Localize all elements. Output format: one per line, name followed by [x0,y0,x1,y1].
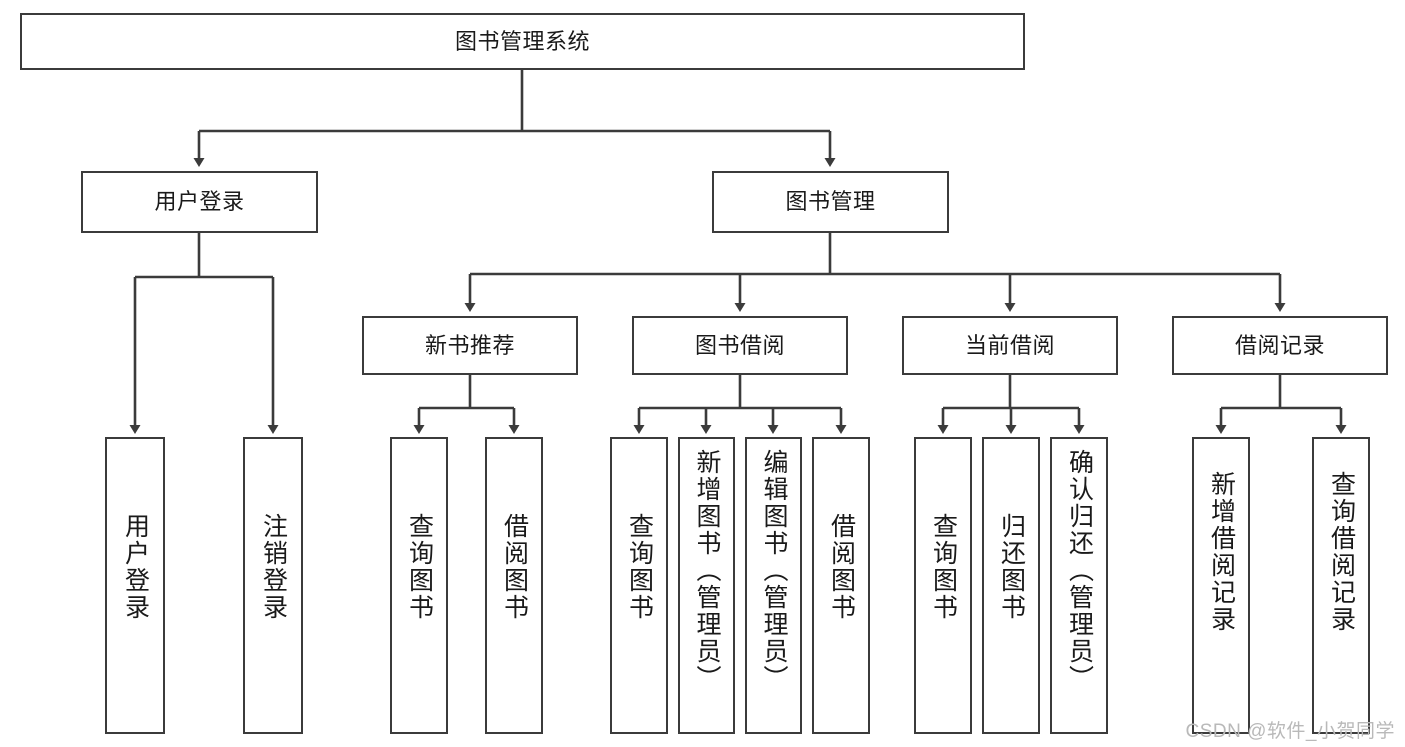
node-leaf-borrow-book-1-label: 借阅图书 [500,513,529,621]
node-leaf-query-book-3-label: 查询图书 [929,513,958,621]
node-book-manage[interactable]: 图书管理 [712,171,949,233]
node-leaf-add-record-label: 新增借阅记录 [1207,471,1236,633]
node-leaf-confirm-return-admin-label: 确认归还（管理员） [1065,449,1094,692]
node-leaf-query-book-1-label: 查询图书 [405,513,434,621]
node-current-borrow-label: 当前借阅 [964,332,1055,358]
node-leaf-logout[interactable]: 注销登录 [243,437,303,734]
node-book-borrow-label: 图书借阅 [694,332,785,358]
watermark: CSDN @软件_小贺同学 [1185,721,1395,742]
node-leaf-edit-book-admin[interactable]: 编辑图书（管理员） [745,437,802,734]
node-leaf-return-book-label: 归还图书 [997,513,1026,621]
node-book-borrow[interactable]: 图书借阅 [632,316,848,375]
node-leaf-query-book-2[interactable]: 查询图书 [610,437,668,734]
node-leaf-add-book-admin[interactable]: 新增图书（管理员） [678,437,735,734]
node-root[interactable]: 图书管理系统 [20,13,1025,70]
node-leaf-query-book-1[interactable]: 查询图书 [390,437,448,734]
node-borrow-record[interactable]: 借阅记录 [1172,316,1388,375]
node-leaf-borrow-book-2-label: 借阅图书 [827,513,856,621]
node-leaf-query-record-label: 查询借阅记录 [1327,471,1356,633]
node-leaf-edit-book-admin-label: 编辑图书（管理员） [760,449,788,692]
node-current-borrow[interactable]: 当前借阅 [902,316,1118,375]
node-leaf-add-book-admin-label: 新增图书（管理员） [693,449,721,692]
node-borrow-record-label: 借阅记录 [1234,332,1325,358]
node-leaf-borrow-book-1[interactable]: 借阅图书 [485,437,543,734]
node-leaf-user-login[interactable]: 用户登录 [105,437,165,734]
node-new-book-recommend[interactable]: 新书推荐 [362,316,578,375]
node-user-login[interactable]: 用户登录 [81,171,318,233]
node-root-label: 图书管理系统 [454,28,590,54]
node-leaf-query-book-2-label: 查询图书 [625,513,654,621]
node-leaf-borrow-book-2[interactable]: 借阅图书 [812,437,870,734]
node-leaf-logout-label: 注销登录 [259,513,288,621]
node-leaf-return-book[interactable]: 归还图书 [982,437,1040,734]
node-new-book-recommend-label: 新书推荐 [424,332,515,358]
node-user-login-label: 用户登录 [154,189,245,215]
node-book-manage-label: 图书管理 [785,189,876,215]
node-leaf-query-book-3[interactable]: 查询图书 [914,437,972,734]
node-leaf-add-record[interactable]: 新增借阅记录 [1192,437,1250,734]
node-leaf-user-login-label: 用户登录 [121,513,150,621]
node-leaf-query-record[interactable]: 查询借阅记录 [1312,437,1370,734]
node-leaf-confirm-return-admin[interactable]: 确认归还（管理员） [1050,437,1108,734]
